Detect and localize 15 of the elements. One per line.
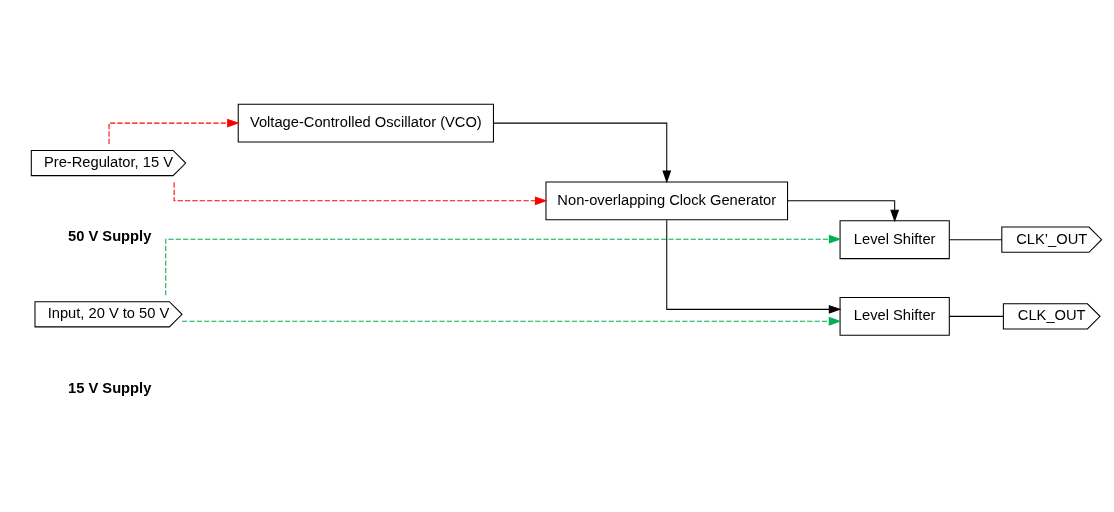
- connector: [949, 315, 1004, 317]
- node-box: Level Shifter: [839, 219, 950, 259]
- arrow: [173, 181, 548, 205]
- arrow: [787, 199, 900, 222]
- arrow: [181, 316, 842, 326]
- arrow: [108, 118, 240, 145]
- arrow: [666, 219, 842, 314]
- arrow: [492, 122, 672, 183]
- node-box: Level Shifter: [839, 296, 950, 336]
- node-box: Non-overlapping Clock Generator: [545, 180, 789, 220]
- connector: [949, 238, 1003, 240]
- legend-label: 15 V Supply: [68, 379, 152, 396]
- legend-label: 50 V Supply: [68, 227, 152, 244]
- arrow: [165, 234, 842, 296]
- node-box: Voltage-Controlled Oscillator (VCO): [237, 103, 494, 143]
